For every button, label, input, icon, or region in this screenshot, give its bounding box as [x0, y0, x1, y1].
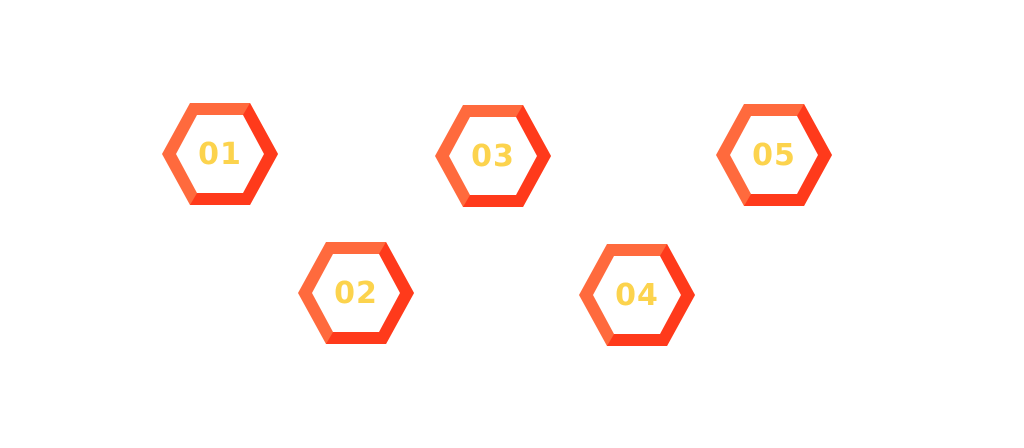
hexagon-shape [435, 105, 551, 207]
hexagon-shape [579, 244, 695, 346]
hexagon-step-02: 02 [296, 240, 416, 346]
step-number: 01 [198, 136, 242, 172]
step-number: 02 [334, 275, 378, 311]
hexagon-step-03: 03 [433, 103, 553, 209]
step-number: 03 [471, 138, 515, 174]
hexagon-shape [162, 103, 278, 205]
hexagon-step-04: 04 [577, 242, 697, 348]
step-number: 04 [615, 277, 659, 313]
hexagon-step-05: 05 [714, 102, 834, 208]
hexagon-step-01: 01 [160, 101, 280, 207]
step-number: 05 [752, 137, 796, 173]
hexagon-shape [716, 104, 832, 206]
hexagon-shape [298, 242, 414, 344]
